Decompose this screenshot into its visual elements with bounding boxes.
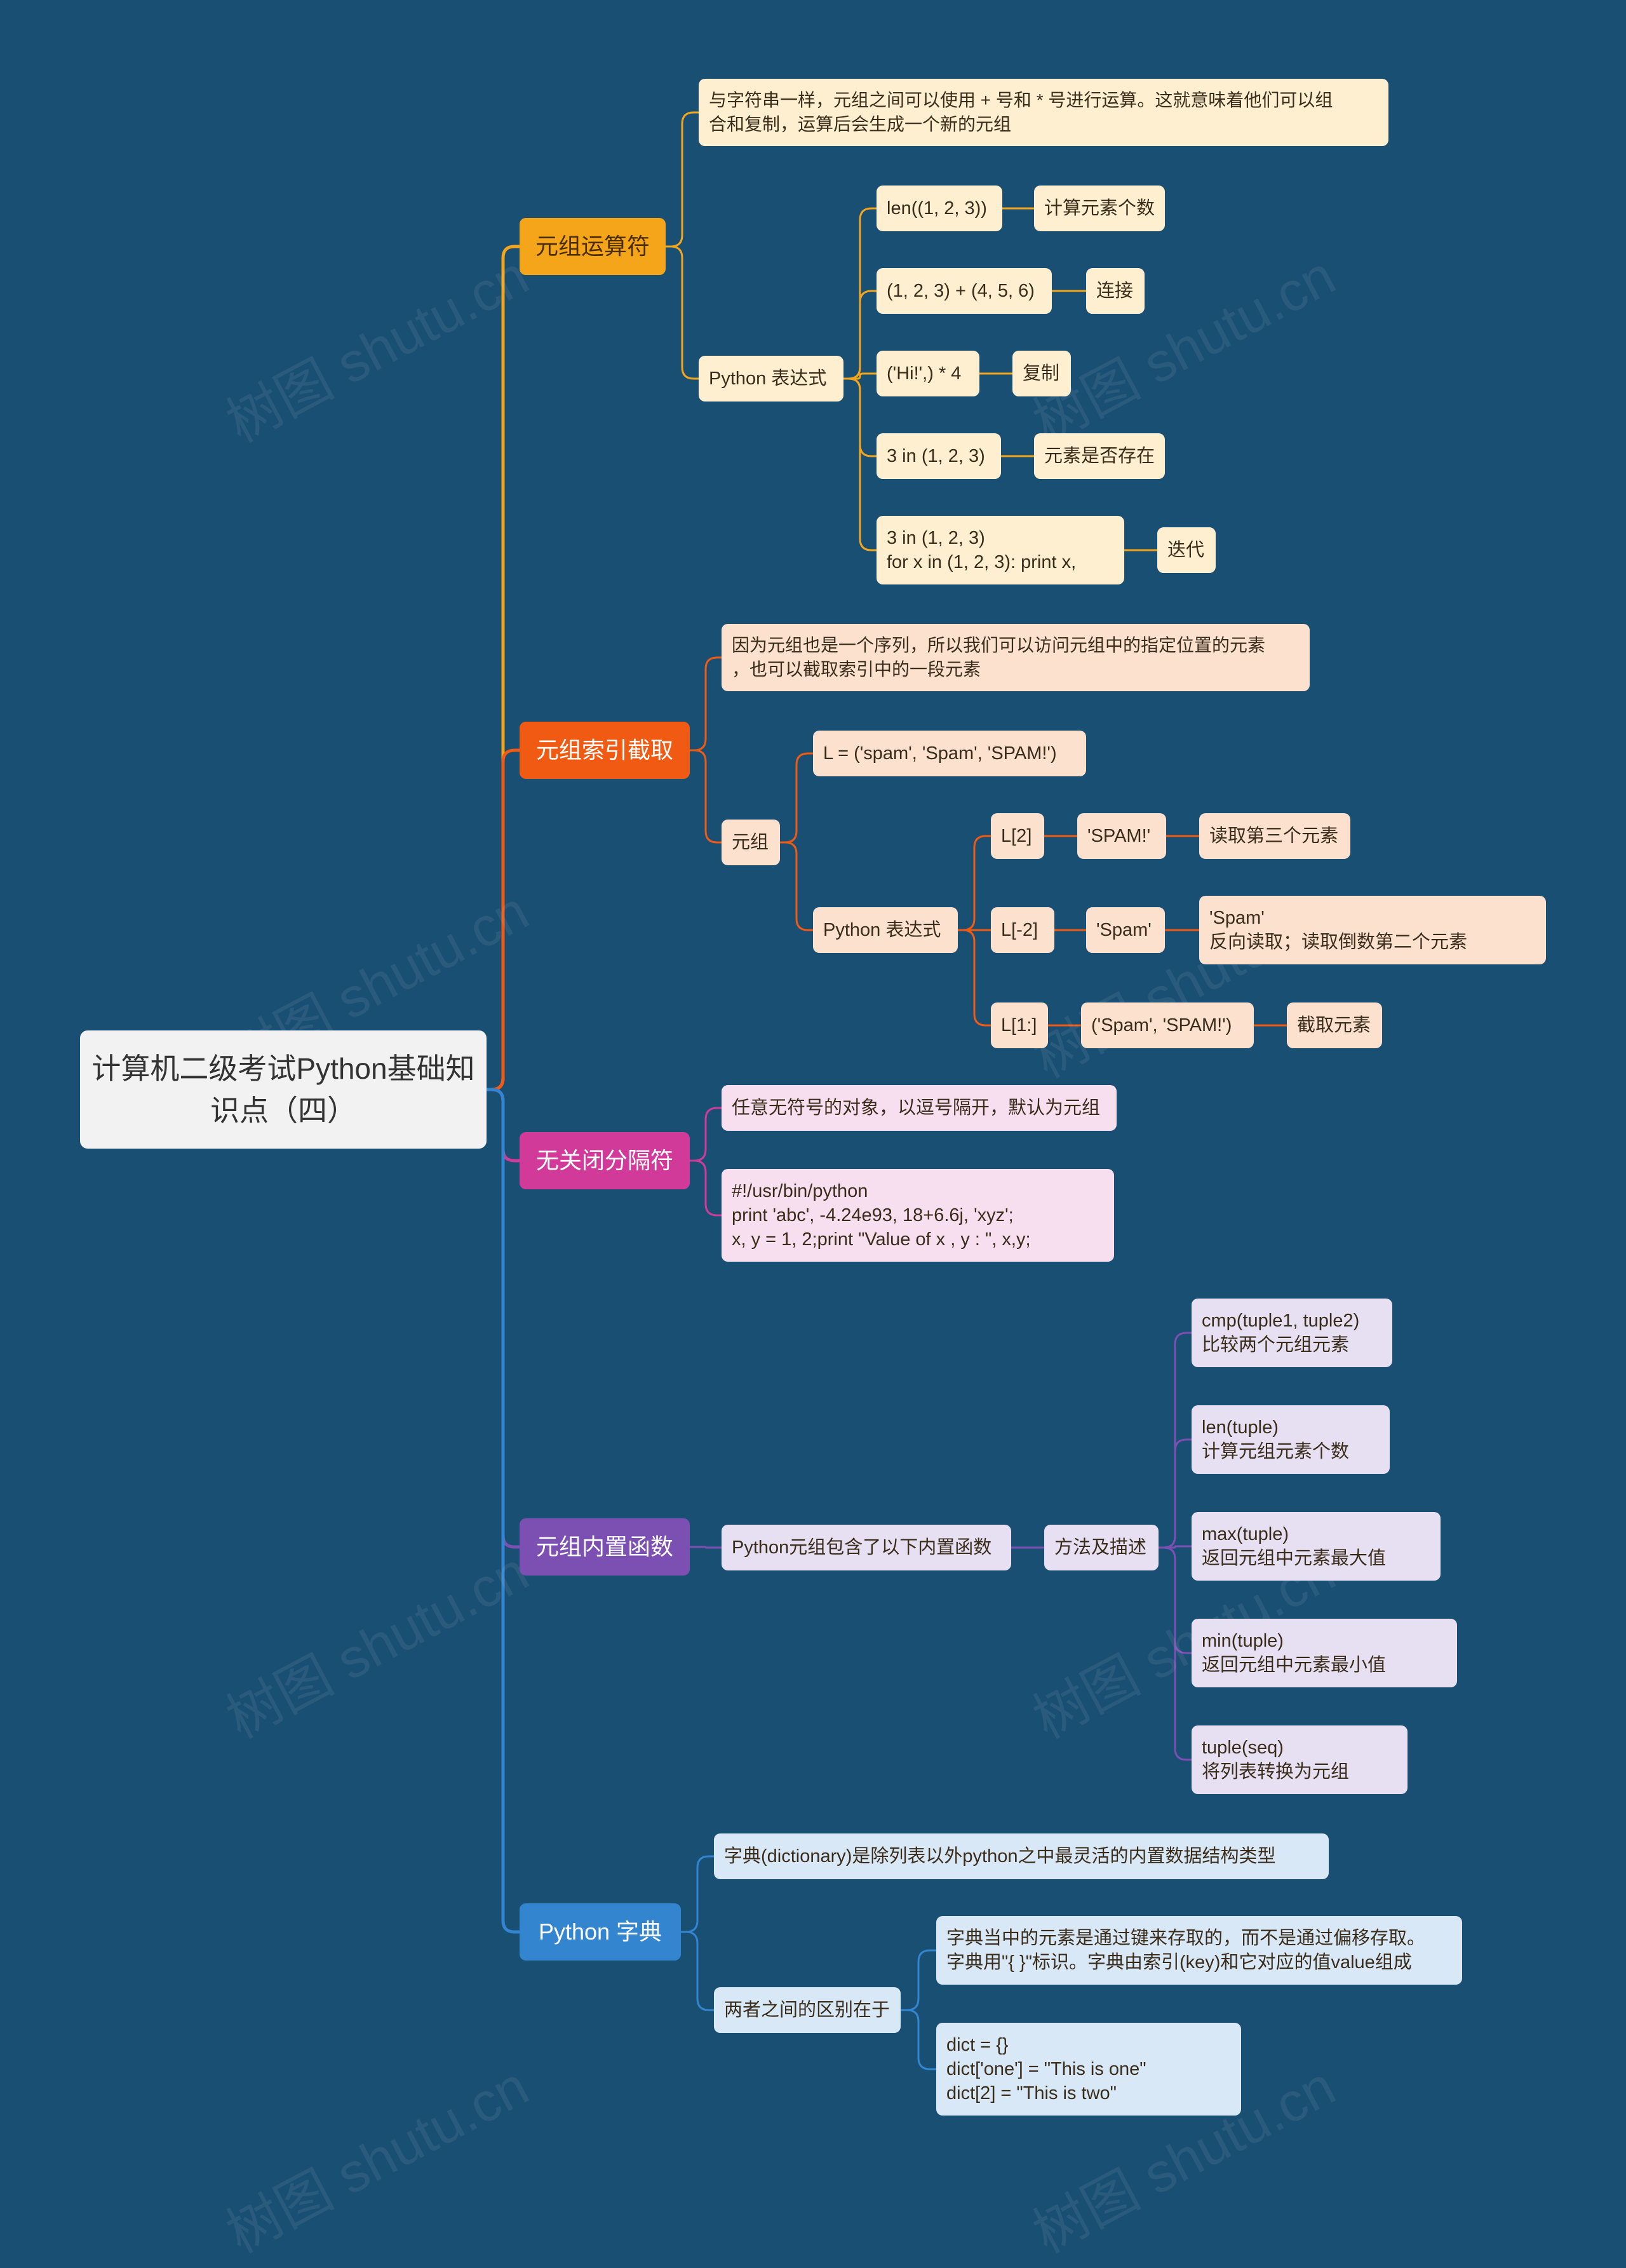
connector-line bbox=[690, 1107, 722, 1162]
branch-python-dict[interactable]: Python 字典 bbox=[520, 1903, 681, 1961]
connector-line bbox=[487, 748, 520, 1091]
index-description[interactable]: 读取第三个元素 bbox=[1199, 813, 1350, 859]
connector-line bbox=[1159, 1438, 1192, 1549]
tuple-operators-intro[interactable]: 与字符串一样，元组之间可以使用 + 号和 * 号进行运算。这就意味着他们可以组 … bbox=[699, 79, 1388, 146]
dict-code-sample[interactable]: dict = {} dict['one'] = "This is one" di… bbox=[936, 2023, 1241, 2116]
operator-description[interactable]: 元素是否存在 bbox=[1034, 433, 1165, 479]
operator-expression[interactable]: len((1, 2, 3)) bbox=[877, 186, 1002, 231]
connector-line bbox=[843, 372, 877, 380]
connector-line bbox=[690, 656, 722, 752]
mind-map: 树图 shutu.cn 树图 shutu.cn 树图 shutu.cn 树图 s… bbox=[80, 79, 1546, 2265]
methods-label[interactable]: 方法及描述 bbox=[1044, 1525, 1159, 1570]
connector-line bbox=[901, 2009, 936, 2070]
connector-line bbox=[780, 752, 813, 844]
connector-line bbox=[690, 1159, 722, 1217]
tuple-label[interactable]: 元组 bbox=[722, 820, 780, 865]
connector-line bbox=[958, 835, 991, 931]
delimiters-code-sample[interactable]: #!/usr/bin/python print 'abc', -4.24e93,… bbox=[722, 1169, 1114, 1262]
connector-line bbox=[666, 111, 699, 248]
connector-line bbox=[487, 1088, 520, 1934]
index-expression[interactable]: L[1:] bbox=[991, 1002, 1048, 1048]
connector-line bbox=[958, 929, 991, 1027]
builtin-function[interactable]: cmp(tuple1, tuple2) 比较两个元组元素 bbox=[1192, 1299, 1392, 1367]
dict-difference-label[interactable]: 两者之间的区别在于 bbox=[714, 1987, 901, 2033]
operator-expression[interactable]: ('Hi!',) * 4 bbox=[877, 351, 979, 396]
tuple-index-expression-label[interactable]: Python 表达式 bbox=[813, 907, 958, 953]
builtins-intro[interactable]: Python元组包含了以下内置函数 bbox=[722, 1525, 1011, 1570]
index-result[interactable]: 'Spam' bbox=[1086, 907, 1165, 953]
connector-lines bbox=[487, 111, 1287, 2070]
builtin-function[interactable]: max(tuple) 返回元组中元素最大值 bbox=[1192, 1512, 1441, 1581]
builtin-function[interactable]: min(tuple) 返回元组中元素最小值 bbox=[1192, 1619, 1457, 1687]
index-description[interactable]: 'Spam' 反向读取；读取倒数第二个元素 bbox=[1199, 896, 1546, 964]
builtin-function[interactable]: len(tuple) 计算元组元素个数 bbox=[1192, 1405, 1390, 1474]
index-result[interactable]: ('Spam', 'SPAM!') bbox=[1081, 1002, 1254, 1048]
connector-line bbox=[780, 841, 813, 931]
connector-line bbox=[1159, 1546, 1192, 1761]
tuple-assignment[interactable]: L = ('spam', 'Spam', 'SPAM!') bbox=[813, 731, 1086, 776]
branch-tuple-operators[interactable]: 元组运算符 bbox=[520, 218, 666, 275]
connector-line bbox=[690, 749, 722, 844]
operator-description[interactable]: 迭代 bbox=[1157, 527, 1216, 573]
connector-line bbox=[690, 1546, 722, 1549]
branch-tuple-index[interactable]: 元组索引截取 bbox=[520, 722, 690, 779]
operator-description[interactable]: 复制 bbox=[1012, 351, 1071, 396]
tuple-operators-expression-label[interactable]: Python 表达式 bbox=[699, 356, 843, 402]
builtin-function[interactable]: tuple(seq) 将列表转换为元组 bbox=[1192, 1725, 1408, 1794]
tuple-index-intro[interactable]: 因为元组也是一个序列，所以我们可以访问元组中的指定位置的元素 ，也可以截取索引中… bbox=[722, 624, 1310, 691]
operator-description[interactable]: 计算元素个数 bbox=[1034, 186, 1165, 231]
index-result[interactable]: 'SPAM!' bbox=[1077, 813, 1166, 859]
connector-line bbox=[681, 1855, 714, 1933]
operator-expression[interactable]: 3 in (1, 2, 3) for x in (1, 2, 3): print… bbox=[877, 516, 1124, 584]
operator-expression[interactable]: 3 in (1, 2, 3) bbox=[877, 433, 1001, 479]
operator-description[interactable]: 连接 bbox=[1086, 268, 1145, 314]
dict-intro[interactable]: 字典(dictionary)是除列表以外python之中最灵活的内置数据结构类型 bbox=[714, 1833, 1329, 1879]
delimiters-description[interactable]: 任意无符号的对象，以逗号隔开，默认为元组 bbox=[722, 1085, 1117, 1131]
branch-no-closing-delimiters[interactable]: 无关闭分隔符 bbox=[520, 1132, 690, 1189]
index-expression[interactable]: L[-2] bbox=[991, 907, 1054, 953]
connector-line bbox=[901, 1949, 936, 2011]
operator-expression[interactable]: (1, 2, 3) + (4, 5, 6) bbox=[877, 268, 1052, 314]
dict-difference-item[interactable]: 字典当中的元素是通过键来存取的，而不是通过偏移存取。 字典用"{ }"标识。字典… bbox=[936, 1916, 1462, 1985]
connector-line bbox=[1159, 1545, 1192, 1549]
index-expression[interactable]: L[2] bbox=[991, 813, 1044, 859]
root-topic[interactable]: 计算机二级考试Python基础知识点（四） bbox=[80, 1030, 487, 1149]
index-description[interactable]: 截取元素 bbox=[1287, 1002, 1382, 1048]
connector-line bbox=[843, 377, 877, 551]
connector-line bbox=[666, 245, 699, 380]
connector-line bbox=[681, 1931, 714, 2011]
connector-line bbox=[843, 290, 877, 380]
branch-tuple-builtins[interactable]: 元组内置函数 bbox=[520, 1518, 690, 1576]
